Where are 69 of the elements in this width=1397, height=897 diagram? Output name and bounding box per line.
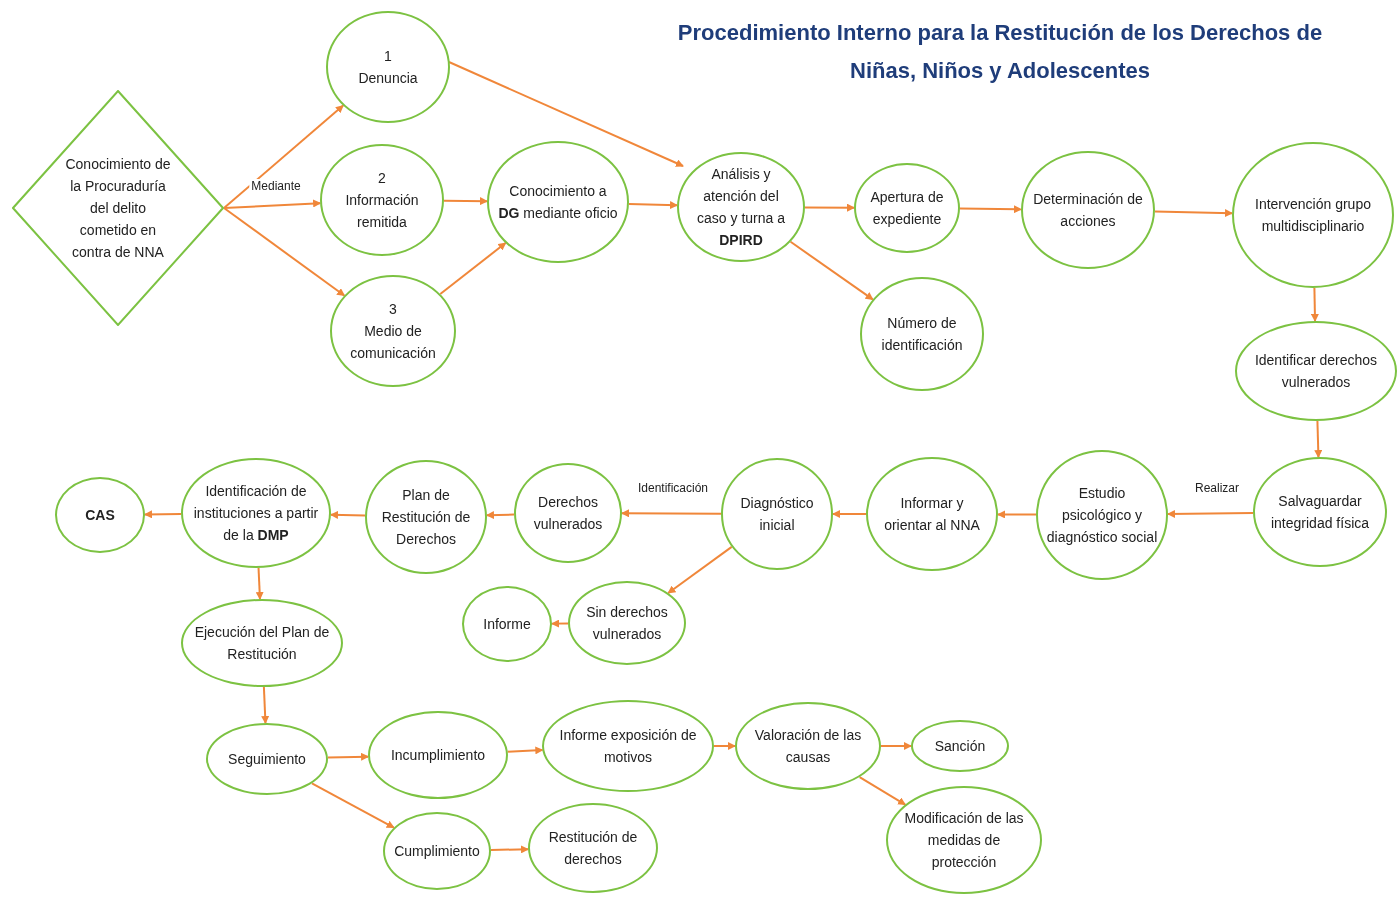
arrow bbox=[255, 566, 264, 600]
node-text: Salvaguardar integridad física bbox=[1269, 492, 1371, 533]
node-text: Restitución de derechos bbox=[547, 828, 639, 869]
arrow bbox=[1154, 209, 1233, 218]
node-text: Denuncia bbox=[358, 69, 418, 88]
node-text: 1 bbox=[384, 47, 392, 66]
arrow bbox=[880, 742, 912, 750]
node-text: Intervención grupo multidisciplinario bbox=[1254, 195, 1372, 236]
arrow bbox=[223, 199, 322, 209]
arrow bbox=[443, 197, 488, 206]
node-text: CAS bbox=[85, 506, 115, 525]
arrow bbox=[326, 752, 370, 761]
node-text: Incumplimiento bbox=[390, 746, 486, 765]
arrow bbox=[789, 240, 874, 301]
arrow bbox=[627, 201, 679, 210]
arrow bbox=[144, 510, 182, 519]
node-text: Seguimiento bbox=[228, 750, 306, 769]
arrow bbox=[506, 746, 544, 755]
arrow bbox=[959, 205, 1022, 214]
edge-label: Identificación bbox=[636, 481, 710, 495]
arrow bbox=[439, 242, 507, 295]
diagram-title: Procedimiento Interno para la Restitución de los Derechos de Niñas, Niños y Adolescentes bbox=[676, 19, 1324, 85]
arrow bbox=[310, 782, 395, 829]
node-text: Análisis y atención del caso y turna a DPIRD bbox=[696, 165, 786, 250]
node-text: 2 bbox=[378, 169, 386, 188]
arrow bbox=[621, 509, 722, 518]
arrow bbox=[804, 203, 855, 212]
arrow bbox=[551, 619, 569, 628]
arrow bbox=[997, 510, 1037, 519]
node-text: Sin derechos vulnerados bbox=[585, 603, 669, 644]
node-text: Derechos vulnerados bbox=[532, 493, 604, 534]
node-text: Diagnóstico inicial bbox=[739, 494, 815, 535]
arrow bbox=[832, 510, 867, 518]
node-text: Conocimiento de la Procuraduría del delito cometido en contra de NNA bbox=[64, 155, 172, 262]
arrow bbox=[485, 511, 515, 520]
node-text: Ejecución del Plan de Restitución bbox=[193, 623, 331, 664]
node-text: Estudio psicológico y diagnóstico social bbox=[1046, 484, 1158, 547]
node-text: Información remitida bbox=[344, 191, 420, 232]
node-text: Valoración de las causas bbox=[753, 726, 863, 767]
arrow bbox=[329, 510, 366, 519]
node-text: Informar y orientar al NNA bbox=[883, 494, 981, 535]
edge-label: Realizar bbox=[1193, 481, 1241, 495]
node-text: 3 bbox=[389, 300, 397, 319]
decision-diamond bbox=[12, 90, 224, 326]
node-text: Sanción bbox=[934, 737, 986, 756]
node-text: Informe exposición de motivos bbox=[558, 726, 698, 767]
arrow bbox=[490, 845, 530, 854]
node-text: Determinación de acciones bbox=[1032, 190, 1144, 231]
node-text: Plan de Restitución de Derechos bbox=[380, 486, 472, 549]
arrow bbox=[858, 776, 907, 806]
node-text: Conocimiento a DG mediante oficio bbox=[497, 182, 619, 223]
node-text: Medio de comunicación bbox=[349, 322, 437, 363]
arrow bbox=[1314, 420, 1323, 458]
arrow bbox=[261, 686, 270, 724]
node-text: Número de identificación bbox=[880, 314, 964, 355]
node-text: Apertura de expediente bbox=[869, 188, 945, 229]
node-text: Identificación de instituciones a partir de la DMP bbox=[192, 482, 320, 545]
arrow bbox=[667, 545, 733, 594]
arrow bbox=[448, 61, 684, 167]
arrow bbox=[223, 207, 346, 297]
arrow bbox=[1310, 287, 1319, 322]
node-text: Cumplimiento bbox=[394, 842, 480, 861]
node-text: Identificar derechos vulnerados bbox=[1253, 351, 1379, 392]
node-text: Informe bbox=[483, 615, 531, 634]
node-text: Modificación de las medidas de protección bbox=[903, 809, 1025, 872]
arrow bbox=[1167, 510, 1254, 518]
arrow bbox=[713, 742, 736, 750]
arrow bbox=[223, 104, 345, 209]
edge-label: Mediante bbox=[249, 179, 303, 193]
